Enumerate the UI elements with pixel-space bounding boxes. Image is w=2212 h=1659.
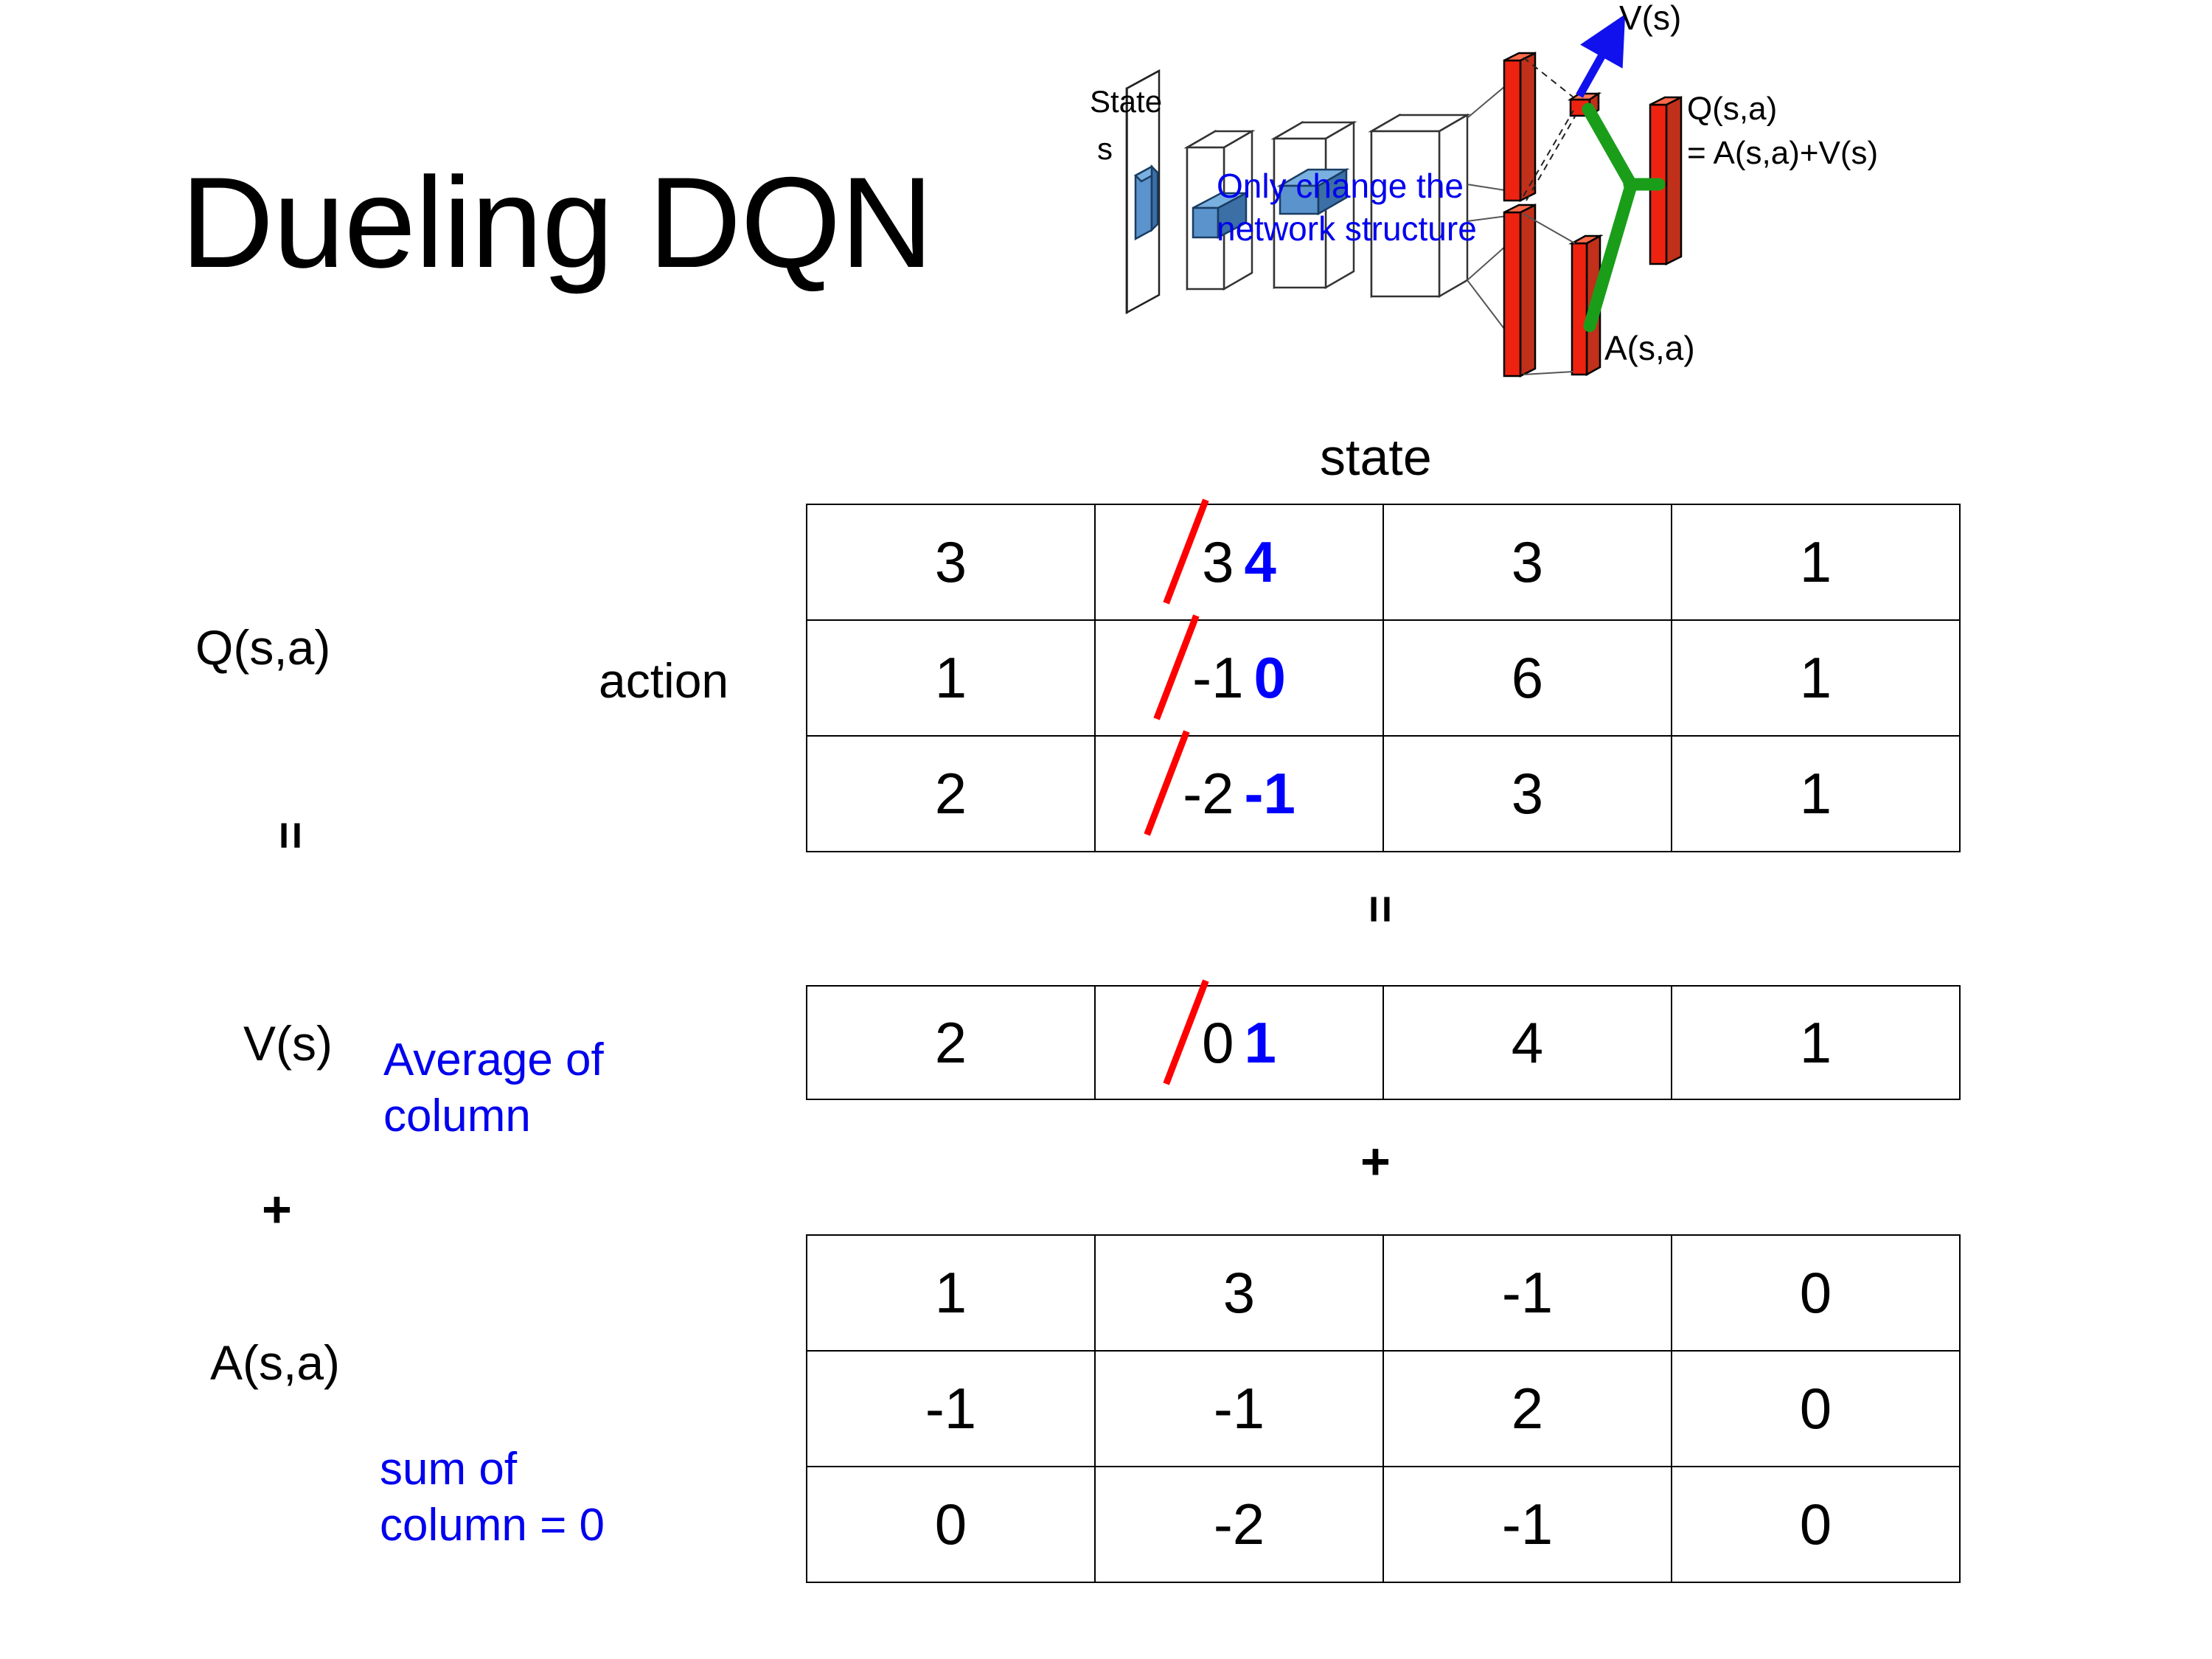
- a-cell-r2-c0[interactable]: 0: [806, 1466, 1096, 1583]
- table-row: -1 -1 2 0: [806, 1350, 1961, 1467]
- input-receptive-field-icon: [1133, 164, 1160, 241]
- action-axis-label: action: [599, 653, 729, 708]
- value-stream-bar-icon: [1503, 51, 1537, 203]
- advantage-stream-bar-icon: [1503, 203, 1537, 378]
- edited-value-wrapper: -2 -1: [1183, 760, 1295, 827]
- aggregation-green-link-icon: [1582, 102, 1666, 333]
- q-cell-r2-c1[interactable]: -2 -1: [1094, 735, 1384, 852]
- v-note-average-of-column: Average of column: [383, 1034, 604, 1141]
- table-row: 0 -2 -1 0: [806, 1466, 1961, 1583]
- value-output-arrow-icon: [1576, 14, 1626, 98]
- new-value: -1: [1244, 761, 1295, 826]
- value-dashed-links: [1523, 57, 1576, 201]
- diagram-output-label-line1: Q(s,a): [1687, 91, 1777, 127]
- equals-sign-between-q-and-v: =: [1354, 894, 1408, 924]
- table-row: 1 3 -1 0: [806, 1234, 1961, 1352]
- a-cell-r2-c3[interactable]: 0: [1671, 1466, 1961, 1583]
- diagram-input-label-state: State: [1090, 84, 1162, 119]
- new-value: 4: [1244, 529, 1276, 594]
- page-title: Dueling DQN: [181, 151, 933, 295]
- table-row: 1 -1 0 6 1: [806, 619, 1961, 737]
- advantage-table: 1 3 -1 0 -1 -1 2 0 0 -2 -1 0: [806, 1234, 1961, 1583]
- a-cell-r0-c2[interactable]: -1: [1382, 1234, 1672, 1352]
- old-value-struck: 0: [1202, 1009, 1234, 1075]
- table-row: 2 -2 -1 3 1: [806, 735, 1961, 852]
- q-cell-r0-c1[interactable]: 3 4: [1094, 504, 1384, 621]
- q-cell-r2-c3[interactable]: 1: [1671, 735, 1961, 852]
- equals-sign-after-q: =: [264, 821, 319, 850]
- network-architecture-svg: State s V(s) A(s,a) Q(s,a) = A(s,a)+V(s)…: [1090, 0, 1878, 378]
- conv2-feature-icon: [1276, 167, 1350, 216]
- q-cell-r1-c2[interactable]: 6: [1382, 619, 1672, 737]
- q-cell-r0-c3[interactable]: 1: [1671, 504, 1961, 621]
- q-cell-r0-c2[interactable]: 3: [1382, 504, 1672, 621]
- conv1-feature-icon: [1192, 191, 1248, 240]
- diagram-advantage-stream-label: A(s,a): [1604, 329, 1695, 367]
- old-value-struck: -1: [1192, 645, 1244, 710]
- q-cell-r0-c0[interactable]: 3: [806, 504, 1096, 621]
- diagram-input-label-s: s: [1097, 131, 1113, 166]
- a-note-sum-of-column: sum of column = 0: [380, 1444, 605, 1551]
- diagram-output-label-line2: = A(s,a)+V(s): [1687, 135, 1878, 171]
- q-cell-r1-c3[interactable]: 1: [1671, 619, 1961, 737]
- q-cell-r2-c2[interactable]: 3: [1382, 735, 1672, 852]
- old-value-struck: 3: [1202, 529, 1234, 594]
- a-cell-r0-c0[interactable]: 1: [806, 1234, 1096, 1352]
- v-function-label: V(s): [243, 1016, 333, 1071]
- a-cell-r1-c2[interactable]: 2: [1382, 1350, 1672, 1467]
- q-value-table: 3 3 4 3 1 1 -1 0 6: [806, 504, 1961, 852]
- v-cell-r0-c0[interactable]: 2: [806, 985, 1096, 1100]
- table-row: 3 3 4 3 1: [806, 504, 1961, 621]
- conv-block-3-icon: [1368, 113, 1471, 299]
- new-value: 1: [1244, 1009, 1276, 1075]
- a-cell-r0-c3[interactable]: 0: [1671, 1234, 1961, 1352]
- a-cell-r2-c1[interactable]: -2: [1094, 1466, 1384, 1583]
- v-cell-r0-c3[interactable]: 1: [1671, 985, 1961, 1100]
- v-cell-r0-c2[interactable]: 4: [1382, 985, 1672, 1100]
- a-cell-r1-c3[interactable]: 0: [1671, 1350, 1961, 1467]
- edited-value-wrapper: 0 1: [1202, 1009, 1276, 1077]
- q-cell-r1-c1[interactable]: -1 0: [1094, 619, 1384, 737]
- new-value: 0: [1253, 645, 1286, 710]
- diagram-value-stream-label: V(s): [1619, 0, 1681, 37]
- v-cell-r0-c1[interactable]: 0 1: [1094, 985, 1384, 1100]
- a-cell-r2-c2[interactable]: -1: [1382, 1466, 1672, 1583]
- a-cell-r0-c1[interactable]: 3: [1094, 1234, 1384, 1352]
- old-value-struck: -2: [1183, 761, 1234, 826]
- diagram-note-line2: network structure: [1217, 209, 1477, 248]
- q-cell-r1-c0[interactable]: 1: [806, 619, 1096, 737]
- q-cell-r2-c0[interactable]: 2: [806, 735, 1096, 852]
- plus-sign-between-v-and-a: +: [1360, 1133, 1391, 1190]
- dueling-network-diagram: State s V(s) A(s,a) Q(s,a) = A(s,a)+V(s)…: [1084, 0, 2212, 413]
- a-cell-r1-c1[interactable]: -1: [1094, 1350, 1384, 1467]
- edited-value-wrapper: -1 0: [1192, 644, 1286, 712]
- edited-value-wrapper: 3 4: [1202, 529, 1276, 596]
- advantage-connector-lines: [1523, 213, 1576, 375]
- plus-sign-after-v: +: [262, 1180, 292, 1238]
- table-row: 2 0 1 4 1: [806, 985, 1961, 1100]
- v-value-table: 2 0 1 4 1: [806, 985, 1961, 1100]
- diagram-note-line1: Only change the: [1217, 167, 1464, 205]
- a-cell-r1-c0[interactable]: -1: [806, 1350, 1096, 1467]
- state-axis-label: state: [1320, 428, 1432, 486]
- a-function-label: A(s,a): [210, 1335, 341, 1390]
- q-function-label: Q(s,a): [195, 620, 331, 675]
